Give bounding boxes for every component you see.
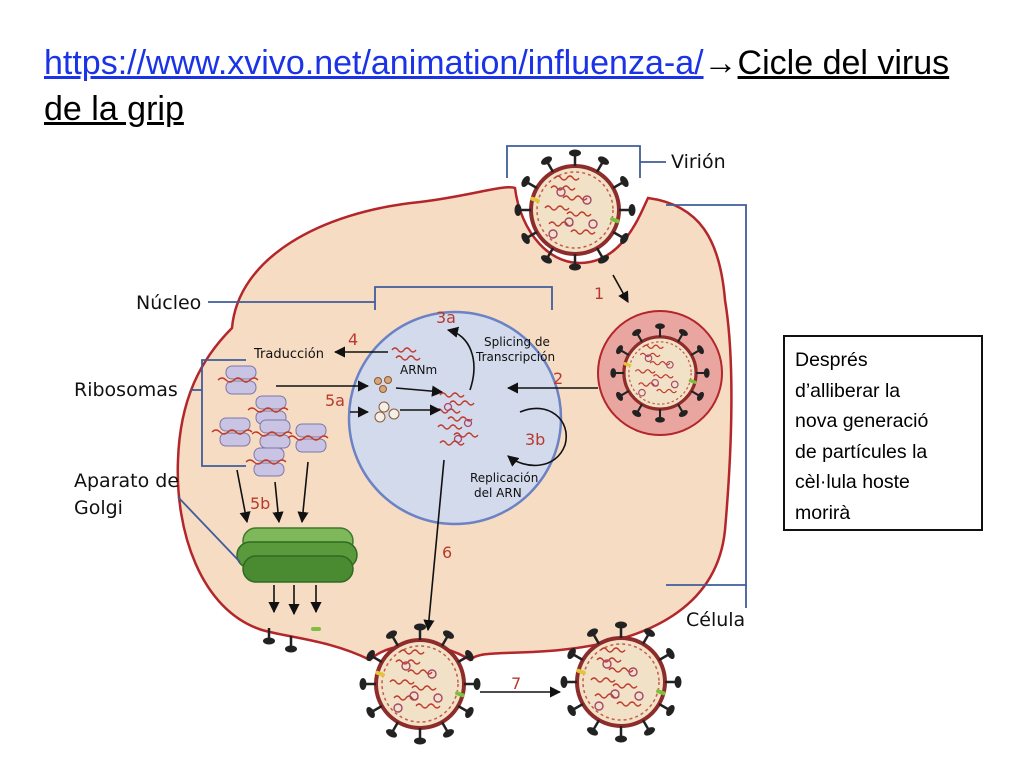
step-5a: 5a [325,391,345,410]
step-5b: 5b [250,494,270,513]
golgi-icon [236,527,358,583]
title-text-line1: Cicle del virus [737,44,950,82]
step-6: 6 [442,543,452,562]
title-text-line2: de la grip [44,90,184,128]
arrow-nucleus-in [395,385,444,397]
protein-dots [374,376,400,423]
step-3b: 3b [525,430,545,449]
label-splicing-2: Transcripción [475,350,555,364]
arrow-step-3a [446,326,475,391]
membrane-proteins [261,626,321,654]
label-splicing-1: Splicing de [484,335,550,349]
note-line: nova generació [795,410,929,432]
label-arnm: ARNm [400,363,437,377]
animation-link[interactable]: https://www.xvivo.net/animation/influenz… [44,44,704,82]
golgi-pointer [177,496,241,563]
label-golgi-1: Aparato de [74,470,179,492]
arrow-5b-1 [236,469,251,524]
ribosome-bracket [201,359,246,467]
note-line: d’alliberar la [795,379,901,402]
nucleus [347,310,563,526]
label-virion: Virión [671,151,726,173]
step-7: 7 [511,674,521,693]
rna-icon [435,392,479,446]
slide-title: https://www.xvivo.net/animation/influenz… [44,40,974,132]
arrow-5b-3 [297,461,309,524]
note-line: morirà [795,501,851,524]
nucleus-bracket [374,286,553,310]
label-traduccion: Traducción [253,347,324,362]
arrow-5b-2 [272,481,284,524]
step-4: 4 [348,330,358,349]
note-line: Després [795,349,868,371]
step-2: 2 [553,369,563,388]
label-replicacion-2: del ARN [474,486,522,500]
label-nucleo: Núcleo [136,292,201,314]
step-3a: 3a [436,308,456,327]
cell-bracket [666,204,747,586]
arrow-step-3b [507,407,567,467]
note-line: de partícules la [795,440,928,463]
label-celula: Célula [686,609,745,631]
note-line: cèl·lula hoste [795,471,910,493]
note-box: Després d’alliberar la nova generació de… [783,335,983,531]
arrow-step-6 [423,459,445,632]
arrow-icon: → [703,44,738,82]
label-ribosomas: Ribosomas [74,379,178,401]
label-replicacion-1: Replicación [470,471,538,485]
step-1: 1 [594,284,604,303]
arrow-step-1 [612,274,629,303]
label-golgi-2: Golgi [74,497,123,519]
endosome [597,310,723,436]
